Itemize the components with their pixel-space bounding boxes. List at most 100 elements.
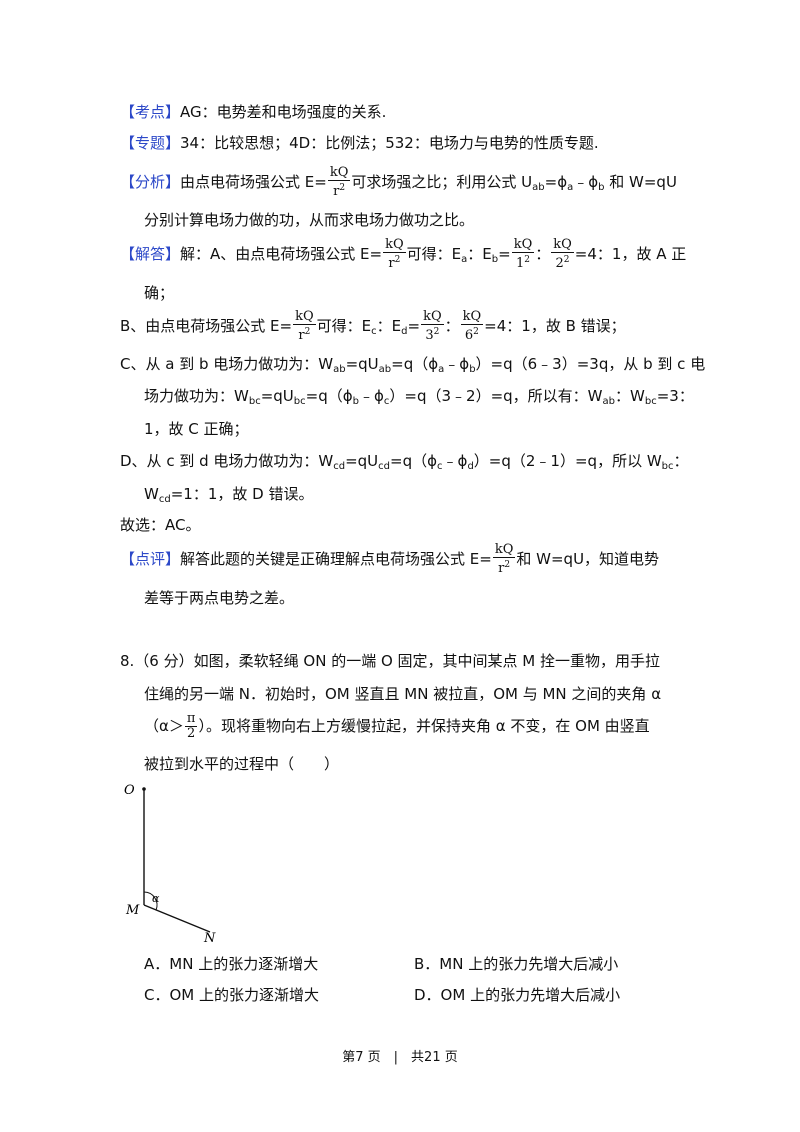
optc-text: ）=q（6﹣3）=3q，从 b 到 c 电: [475, 355, 706, 373]
fraction-denominator: 1: [515, 256, 525, 271]
sub-a: a: [438, 364, 445, 375]
answer-line: 故选：AC。: [120, 516, 201, 534]
sub-bc: bc: [661, 461, 674, 472]
q8-line-2: 住绳的另一端 N．初始时，OM 竖直且 MN 被拉直，OM 与 MN 之间的夹角…: [144, 685, 662, 703]
sub-a: a: [461, 254, 468, 265]
sub-cd: cd: [158, 494, 171, 505]
option-c-line-1: C、从 a 到 b 电场力做功为：Wab=qUab=q（ϕa﹣ϕb）=q（6﹣3…: [120, 354, 705, 380]
sub-ab: ab: [333, 364, 346, 375]
sub-b: b: [352, 396, 359, 407]
optb-text-5: =4：1，故 B 错误；: [484, 317, 626, 335]
choice-b: B．MN 上的张力先增大后减小: [414, 955, 619, 973]
choice-c: C．OM 上的张力逐渐增大: [144, 986, 319, 1004]
optc-text: ﹣ϕ: [359, 387, 384, 405]
optc-text: =q（ϕ: [391, 355, 439, 373]
dianping-text-1: 解答此题的关键是正确理解点电荷场强公式 E=: [180, 550, 492, 568]
jieda-text-2: 可得：E: [406, 245, 462, 263]
choice-a: A．MN 上的张力逐渐增大: [144, 955, 319, 973]
optc-text: ）=q（3﹣2）=q，所以有：W: [389, 387, 603, 405]
kaodian-text: AG：电势差和电场强度的关系.: [180, 103, 387, 121]
optd-text: =qU: [345, 452, 379, 470]
formula-exponent: 2: [304, 327, 311, 337]
sub-ab: ab: [602, 396, 615, 407]
fenxi-line-2: 分别计算电场力做的功，从而求电场力做功之比。: [144, 211, 475, 229]
option-c-line-3: 1，故 C 正确；: [144, 420, 249, 438]
sub-b: b: [598, 182, 605, 193]
sub-b: b: [469, 364, 476, 375]
optc-text: C、从 a 到 b 电场力做功为：W: [120, 355, 334, 373]
pi-numerator: π: [184, 711, 198, 727]
formula-exponent: 2: [504, 560, 511, 570]
optc-text: ：W: [615, 387, 645, 405]
formula-exponent: 2: [339, 183, 346, 193]
ratio-separator: ：: [535, 245, 551, 263]
option-d-line-2: Wcd=1：1，故 D 错误。: [144, 484, 313, 510]
label-n: N: [203, 931, 216, 942]
optc-text: 场力做功为：W: [144, 387, 249, 405]
sub-bc: bc: [248, 396, 261, 407]
label-m: M: [125, 903, 140, 918]
fenxi-text-1: 由点电荷场强公式 E=: [180, 173, 327, 191]
choice-d: D．OM 上的张力先增大后减小: [414, 986, 621, 1004]
fenxi-tag: 【分析】: [120, 173, 181, 191]
sub-a: a: [567, 182, 574, 193]
optd-text: W: [144, 485, 159, 503]
zhuanti-tag: 【专题】: [120, 134, 181, 152]
optd-text: =q（ϕ: [390, 452, 438, 470]
fraction-denominator: 2: [555, 256, 564, 271]
optb-text-1: B、由点电荷场强公式 E=: [120, 317, 293, 335]
formula-denominator: r: [498, 561, 505, 576]
q8-text: （α＞: [144, 717, 184, 735]
ratio-separator: ：: [444, 317, 460, 335]
ratio-fraction-2: kQ 22: [551, 238, 574, 271]
fraction-exponent: 2: [563, 255, 570, 265]
label-o: O: [124, 783, 135, 798]
fenxi-text-3: =ϕ: [544, 173, 568, 191]
optc-text: ﹣ϕ: [444, 355, 470, 373]
optc-text: =3：: [656, 387, 694, 405]
kaodian-tag: 【考点】: [120, 103, 181, 121]
fenxi-text-5: 和 W=qU: [604, 173, 677, 191]
fenxi-text-2: 可求场强之比；利用公式 U: [351, 173, 533, 191]
fraction-exponent: 2: [473, 327, 479, 337]
sub-bc: bc: [644, 396, 657, 407]
point-o: [142, 787, 146, 791]
sub-ab: ab: [532, 182, 545, 193]
optd-text: ﹣ϕ: [442, 452, 468, 470]
formula-exponent: 2: [394, 255, 401, 265]
sub-d: d: [401, 326, 408, 337]
optb-text-2: 可得：E: [316, 317, 372, 335]
fraction-numerator: kQ: [460, 309, 484, 325]
fraction-exponent: 2: [433, 327, 440, 337]
jieda-text-1: 解：A、由点电荷场强公式 E=: [180, 245, 383, 263]
jieda-text-4: =: [498, 245, 511, 263]
q8-text: ）。现将重物向右上方缓慢拉起，并保持夹角 α 不变，在 OM 由竖直: [198, 717, 650, 735]
optd-text: D、从 c 到 d 电场力做功为：W: [120, 452, 334, 470]
optc-text: =qU: [260, 387, 294, 405]
formula-numerator: kQ: [383, 237, 406, 253]
optd-text: =1：1，故 D 错误。: [170, 485, 314, 503]
fraction-numerator: kQ: [551, 237, 574, 253]
optc-text: =qU: [345, 355, 379, 373]
sub-bc: bc: [293, 396, 306, 407]
q8-line-4: 被拉到水平的过程中（ ）: [144, 755, 340, 773]
dianping-line-2: 差等于两点电势之差。: [144, 589, 295, 607]
fenxi-text-4: ﹣ϕ: [573, 173, 599, 191]
option-d-line-1: D、从 c 到 d 电场力做功为：Wcd=qUcd=q（ϕc﹣ϕd）=q（2﹣1…: [120, 451, 689, 477]
sub-c: c: [371, 326, 377, 337]
rope-mn: [143, 904, 211, 933]
dianping-text-2: 和 W=qU，知道电势: [516, 550, 660, 568]
fraction-denominator: 3: [425, 328, 434, 343]
